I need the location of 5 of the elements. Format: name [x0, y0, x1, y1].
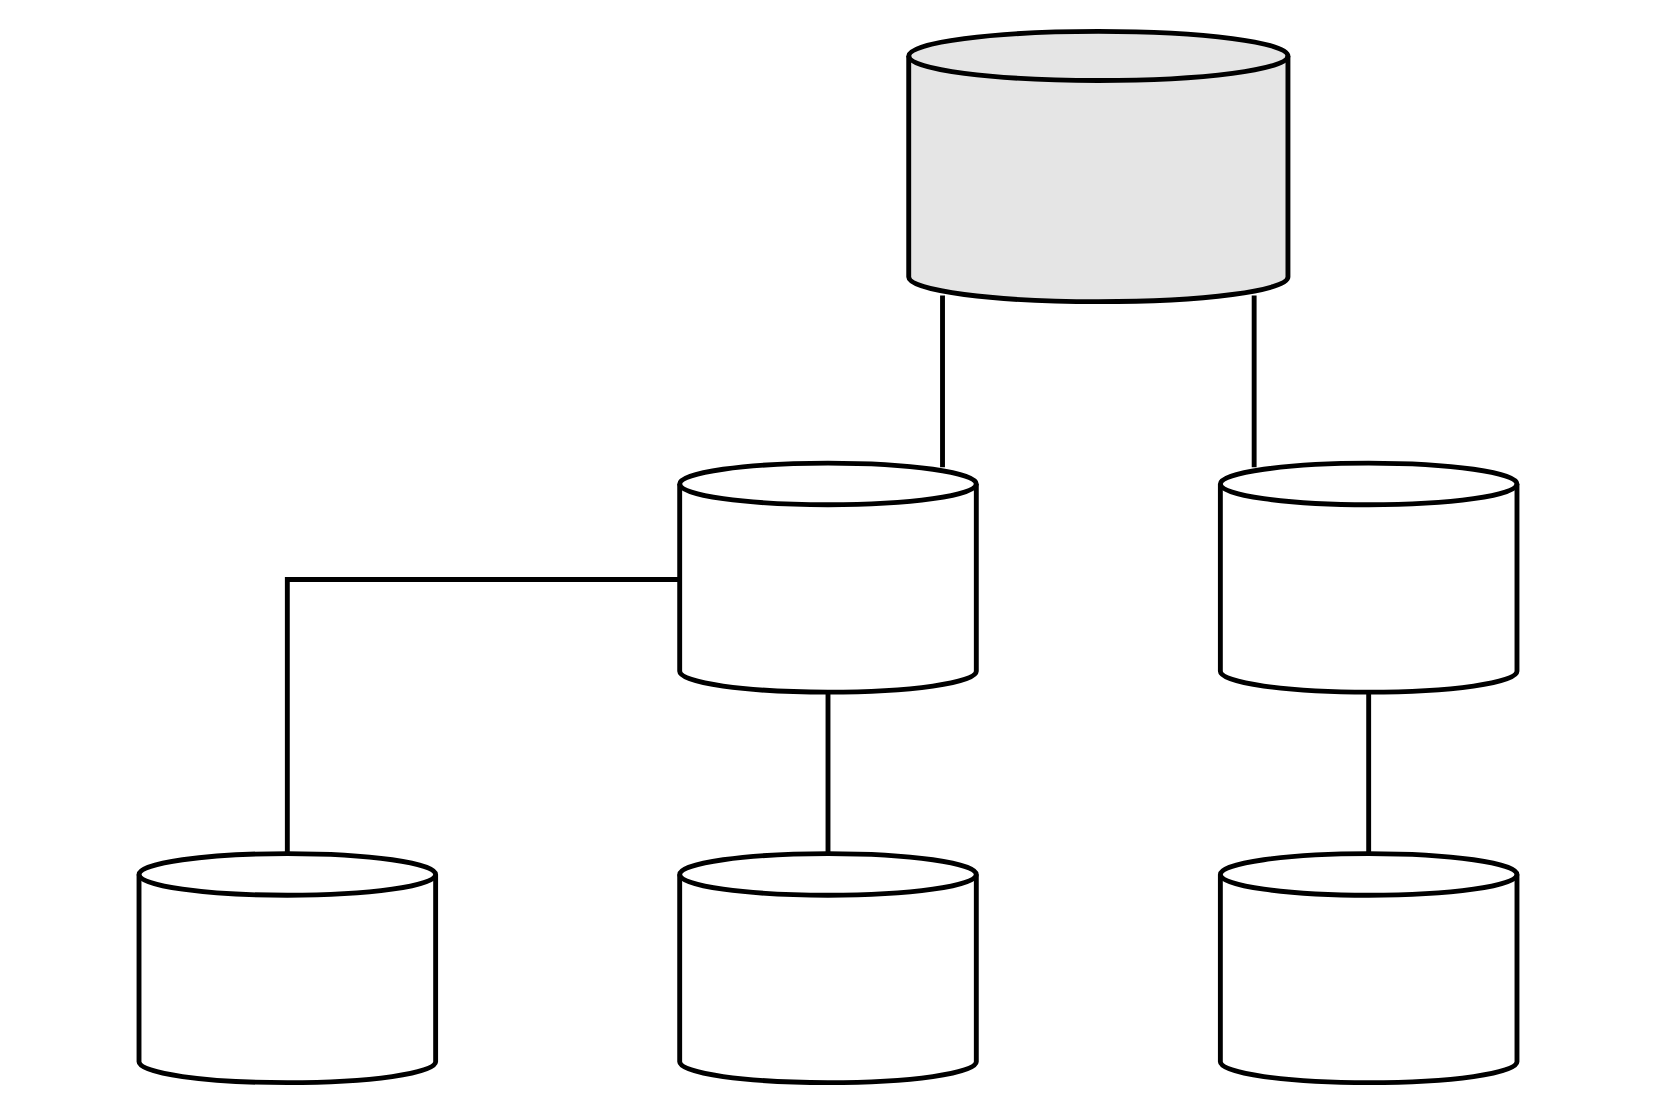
- connector: [284, 577, 679, 853]
- connector: [940, 295, 945, 468]
- connector: [825, 692, 831, 853]
- connector: [1251, 295, 1257, 468]
- connector: [1366, 692, 1372, 853]
